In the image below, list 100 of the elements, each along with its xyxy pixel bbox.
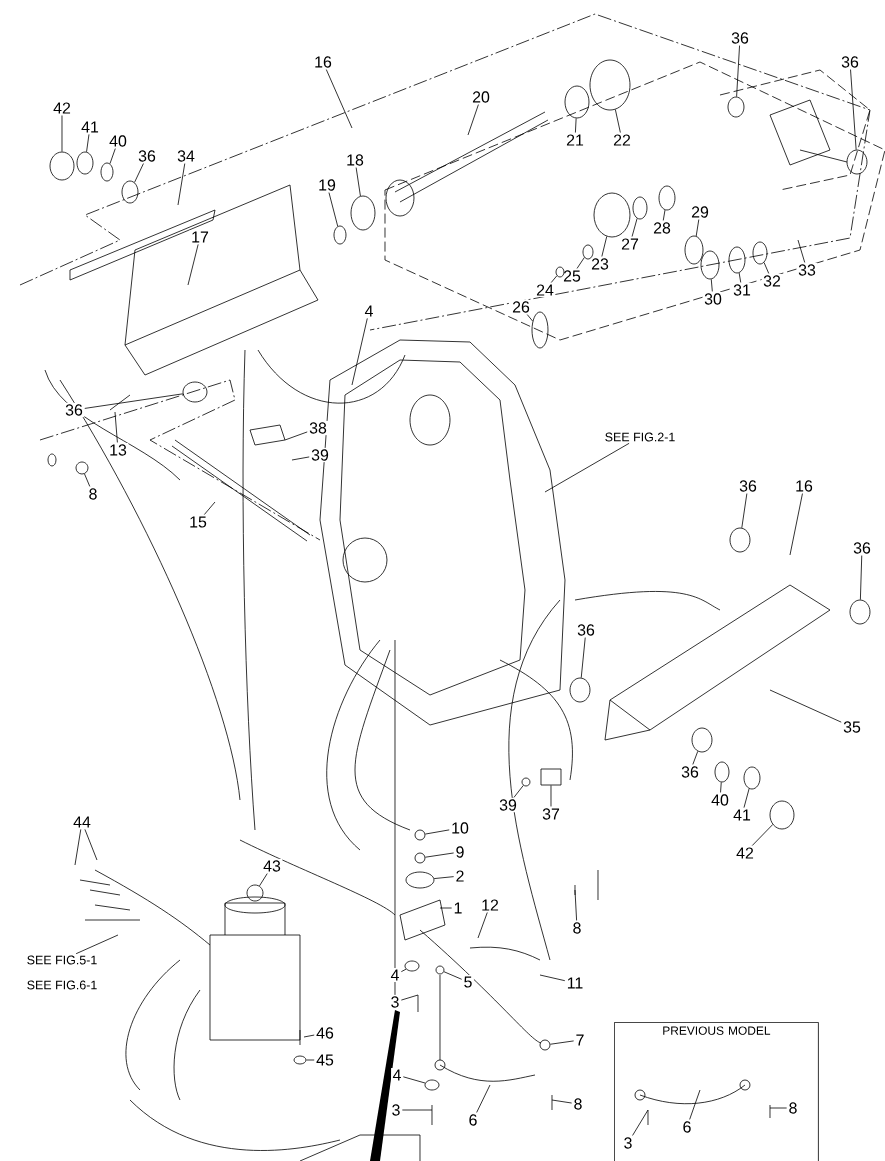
leader-line xyxy=(424,829,450,835)
ring xyxy=(521,777,531,787)
leader-line xyxy=(720,781,722,793)
callout-number: 4 xyxy=(391,1068,403,1082)
leader-line xyxy=(797,239,806,263)
leader-line xyxy=(580,637,586,679)
leader-line xyxy=(695,219,700,237)
leader-line xyxy=(632,1109,649,1136)
leader-line xyxy=(614,109,621,133)
callout-number: 38 xyxy=(307,420,329,436)
leader-line xyxy=(631,218,638,237)
leader-line xyxy=(203,501,216,515)
ring xyxy=(752,241,768,265)
ring xyxy=(405,871,435,889)
leader-line xyxy=(513,785,524,798)
leader-line xyxy=(689,1089,701,1120)
ring xyxy=(121,180,139,204)
leader-line xyxy=(526,314,534,322)
leader-line xyxy=(574,889,577,921)
ring xyxy=(729,527,751,553)
reference-note: SEE FIG.6-1 xyxy=(25,979,99,991)
leader-line xyxy=(84,829,98,861)
leader-line xyxy=(549,1040,575,1045)
ring xyxy=(849,599,871,625)
leader-line xyxy=(763,262,770,274)
callout-number: 36 xyxy=(136,148,158,164)
callout-number: 44 xyxy=(71,815,93,829)
ring xyxy=(293,1055,307,1065)
ring xyxy=(593,192,631,238)
leader-line xyxy=(738,272,742,283)
callout-number: 4 xyxy=(389,968,401,982)
callout-number: 22 xyxy=(611,132,633,148)
reference-note: SEE FIG.5-1 xyxy=(25,954,99,966)
callout-number: 8 xyxy=(787,1100,799,1116)
callout-number: 26 xyxy=(510,299,532,315)
callout-number: 32 xyxy=(761,273,783,289)
callout-number: 36 xyxy=(63,402,85,418)
callout-number: 16 xyxy=(312,54,334,70)
callout-number: 30 xyxy=(702,291,724,307)
leader-line xyxy=(109,148,116,165)
ring xyxy=(414,829,426,841)
leader-line xyxy=(84,393,184,409)
ring xyxy=(414,852,426,864)
leader-line xyxy=(692,750,699,765)
leader-line xyxy=(551,1099,573,1104)
callout-number: 7 xyxy=(574,1033,586,1047)
leader-line xyxy=(134,163,144,183)
callout-number: 8 xyxy=(87,486,99,502)
callout-number: 45 xyxy=(314,1052,336,1068)
callout-number: 11 xyxy=(565,976,585,990)
ring xyxy=(424,1079,440,1091)
leader-line xyxy=(402,1076,426,1084)
leader-line xyxy=(477,912,488,939)
callout-number: 23 xyxy=(589,256,611,272)
callout-number: 13 xyxy=(107,442,129,458)
callout-number: 39 xyxy=(309,447,331,463)
ring xyxy=(589,59,631,111)
callout-number: 34 xyxy=(175,148,197,164)
callout-number: 19 xyxy=(316,177,338,193)
leader-line xyxy=(86,134,90,153)
leader-line xyxy=(355,167,361,197)
callout-number: 41 xyxy=(731,808,753,822)
ring xyxy=(569,677,591,703)
callout-number: 42 xyxy=(51,100,73,116)
leader-line xyxy=(351,318,368,386)
ring xyxy=(182,381,208,403)
callout-number: 35 xyxy=(841,719,863,735)
leader-line xyxy=(400,968,407,973)
ring xyxy=(333,225,347,245)
leader-line xyxy=(291,456,310,461)
ring xyxy=(75,461,89,475)
callout-number: 25 xyxy=(561,268,583,284)
leader-line xyxy=(401,1109,433,1111)
leader-line xyxy=(710,278,713,292)
callout-number: 39 xyxy=(497,797,519,813)
callout-number: 6 xyxy=(681,1119,693,1135)
callout-number: 40 xyxy=(107,133,129,149)
leader-line xyxy=(550,785,552,807)
leader-line xyxy=(601,236,608,257)
ring xyxy=(76,151,94,175)
leader-line xyxy=(114,411,118,443)
callout-number: 29 xyxy=(689,204,711,220)
leader-line xyxy=(74,829,82,866)
callout-number: 18 xyxy=(344,152,366,168)
leader-line xyxy=(751,824,774,846)
leader-line xyxy=(443,971,463,980)
ring xyxy=(700,250,720,280)
callout-number: 36 xyxy=(729,30,751,46)
leader-line xyxy=(789,493,803,556)
leader-line xyxy=(576,257,585,269)
callout-number: 3 xyxy=(389,994,401,1010)
callout-number: 16 xyxy=(793,478,815,494)
callout-number: 10 xyxy=(449,820,471,836)
callout-number: 42 xyxy=(734,845,756,861)
ring xyxy=(769,800,795,830)
callout-number: 41 xyxy=(79,120,101,134)
leader-line xyxy=(259,873,268,887)
callout-number: 3 xyxy=(390,1102,402,1118)
leader-line xyxy=(187,244,199,286)
leader-line xyxy=(769,1107,788,1109)
